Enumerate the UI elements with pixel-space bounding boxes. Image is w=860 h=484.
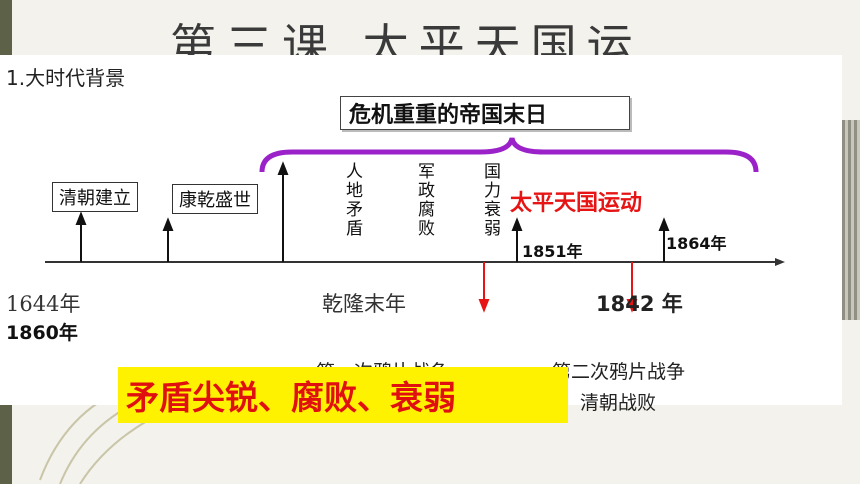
qianlong-end-label: 乾隆末年 <box>322 292 406 316</box>
vertical-label-land: 人地矛盾 <box>342 162 362 238</box>
axis-arrowhead <box>775 258 785 266</box>
arrow-1851-head <box>511 217 523 231</box>
year-1842: 1842 年 <box>596 292 683 316</box>
year-1644: 1644年 <box>6 292 81 316</box>
section-heading: 1.大时代背景 <box>6 66 126 90</box>
side-photo <box>842 120 860 320</box>
kangqian-label: 康乾盛世 <box>172 184 258 214</box>
slide-title: 第三课 太平天国运 <box>170 19 643 60</box>
crisis-brace <box>259 137 759 173</box>
year-1860: 1860年 <box>6 322 78 344</box>
arrow-1644-head <box>75 211 87 225</box>
second-opium-war-label: 第二次鸦片战争 <box>552 361 686 383</box>
crisis-title-box: 危机重重的帝国末日 <box>340 96 630 130</box>
arrow-kangqian-head <box>162 217 174 231</box>
vertical-label-decline: 国力衰弱 <box>480 162 500 238</box>
vertical-label-corruption: 军政腐败 <box>414 162 434 238</box>
year-1851: 1851年 <box>522 242 583 261</box>
arrow-1864-head <box>658 217 670 231</box>
red-arrow-1860-head <box>626 299 638 313</box>
year-1864: 1864年 <box>666 234 727 253</box>
arrow-qianlong-head <box>277 161 289 175</box>
red-arrow-1842-head <box>478 299 490 313</box>
taiping-label: 太平天国运动 <box>510 191 643 216</box>
qing-founded-label: 清朝建立 <box>52 182 138 212</box>
qing-defeat-label: 清朝战败 <box>580 392 657 414</box>
summary-highlight: 矛盾尖锐、腐败、衰弱 <box>118 367 568 423</box>
